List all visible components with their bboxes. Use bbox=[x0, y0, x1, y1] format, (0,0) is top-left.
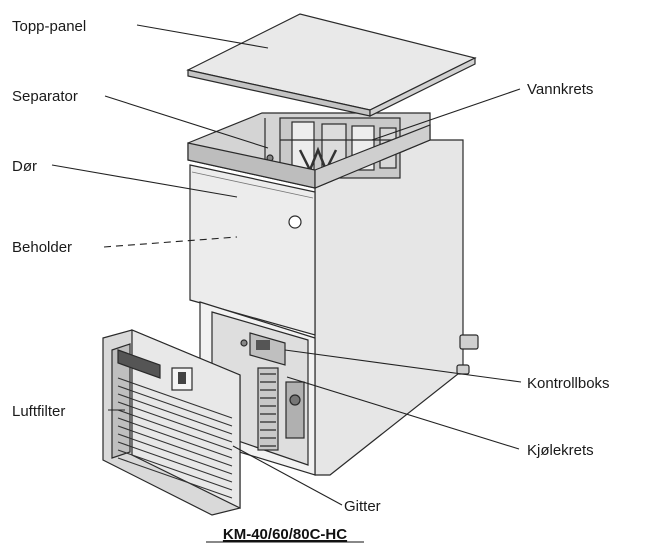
leader-lines bbox=[51, 24, 522, 506]
label-air-filter: Luftfilter bbox=[12, 403, 65, 420]
label-top-panel: Topp-panel bbox=[12, 18, 86, 35]
model-caption: KM-40/60/80C-HC bbox=[223, 526, 347, 543]
refrigeration-coil bbox=[257, 367, 305, 451]
label-water-circuit: Vannkrets bbox=[527, 81, 593, 98]
label-control-box: Kontrollboks bbox=[527, 375, 610, 392]
label-door: Dør bbox=[12, 158, 37, 175]
door bbox=[189, 164, 316, 336]
door-lock bbox=[288, 215, 302, 229]
separator-rim-right bbox=[314, 124, 431, 189]
water-circuit-assembly bbox=[264, 117, 401, 179]
label-bin: Beholder bbox=[12, 239, 72, 256]
control-box bbox=[240, 332, 286, 366]
label-separator: Separator bbox=[12, 88, 78, 105]
label-refrigeration-circuit: Kjølekrets bbox=[527, 442, 594, 459]
side-fitting bbox=[459, 334, 479, 350]
top-panel bbox=[186, 13, 477, 111]
label-grille: Gitter bbox=[344, 498, 381, 515]
air-filter-panel bbox=[102, 329, 241, 516]
